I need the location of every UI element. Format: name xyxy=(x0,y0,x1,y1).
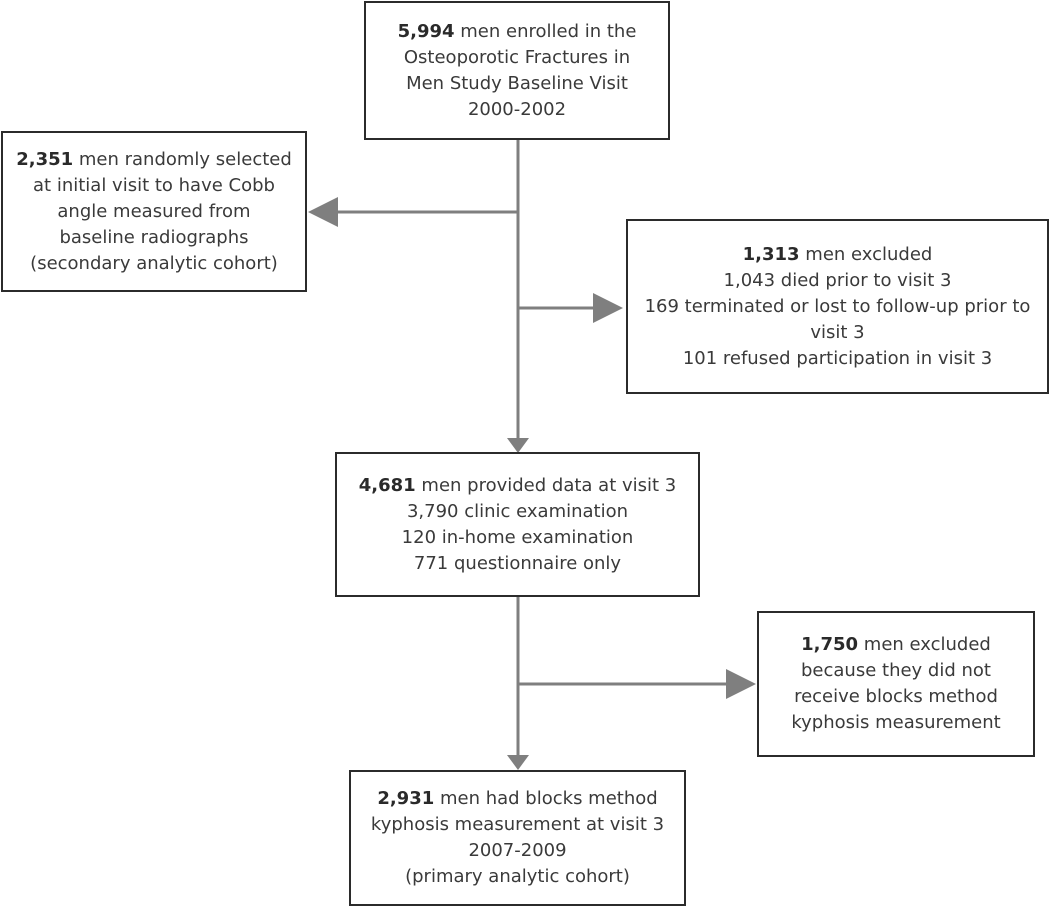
visit3-line-4: 771 questionnaire only xyxy=(413,552,622,574)
visit3-line-1: men provided data at visit 3 xyxy=(421,474,677,496)
primary-line-3: 2007-2009 xyxy=(468,840,567,861)
excluded2-line-2: because they did not xyxy=(801,660,991,681)
excluded1-line-2: 1,043 died prior to visit 3 xyxy=(723,269,952,291)
excluded-1750-box: 1,750 men excluded because they did not … xyxy=(757,611,1035,757)
enrolled-line-4: 2000-2002 xyxy=(467,98,567,120)
excluded1-line-3: 169 terminated or lost to follow-up prio… xyxy=(644,295,1031,317)
arrowhead-to-visit3 xyxy=(507,438,529,453)
arrowhead-to-primary-cohort xyxy=(507,755,529,770)
excluded1-line-4: visit 3 xyxy=(810,321,865,343)
primary-cohort-box: 2,931 men had blocks method kyphosis mea… xyxy=(349,770,686,906)
visit3-line-3: 120 in-home examination xyxy=(401,526,634,548)
visit3-count: 4,681 xyxy=(358,474,416,496)
excluded2-line-3: receive blocks method xyxy=(794,686,998,707)
secondary-cohort-box: 2,351 men randomly selected at initial v… xyxy=(1,131,307,292)
primary-line-1: men had blocks method xyxy=(439,788,658,809)
primary-line-4: (primary analytic cohort) xyxy=(405,866,630,887)
enrolled-line-2: Osteoporotic Fractures in xyxy=(403,46,631,68)
excluded2-count: 1,750 xyxy=(801,634,859,655)
excluded1-line-5: 101 refused participation in visit 3 xyxy=(682,347,993,369)
secondary-line-2: at initial visit to have Cobb xyxy=(33,174,275,196)
enrolled-line-1: men enrolled in the xyxy=(460,20,637,42)
enrolled-count: 5,994 xyxy=(397,20,455,42)
secondary-line-3: angle measured from xyxy=(57,200,251,222)
secondary-line-1: men randomly selected xyxy=(78,148,292,170)
secondary-line-5: (secondary analytic cohort) xyxy=(30,252,278,274)
secondary-line-4: baseline radiographs xyxy=(59,226,249,248)
secondary-count: 2,351 xyxy=(16,148,74,170)
primary-count: 2,931 xyxy=(377,788,435,809)
primary-line-2: kyphosis measurement at visit 3 xyxy=(370,814,665,835)
excluded1-line-1: men excluded xyxy=(805,243,933,265)
excluded2-line-4: kyphosis measurement xyxy=(791,712,1001,733)
excluded-1313-box: 1,313 men excluded 1,043 died prior to v… xyxy=(626,219,1049,394)
visit3-box: 4,681 men provided data at visit 3 3,790… xyxy=(335,452,700,597)
enrolled-line-3: Men Study Baseline Visit xyxy=(406,72,628,94)
enrolled-box: 5,994 men enrolled in the Osteoporotic F… xyxy=(364,1,670,140)
excluded2-line-1: men excluded xyxy=(863,634,991,655)
excluded1-count: 1,313 xyxy=(742,243,800,265)
visit3-line-2: 3,790 clinic examination xyxy=(406,500,629,522)
